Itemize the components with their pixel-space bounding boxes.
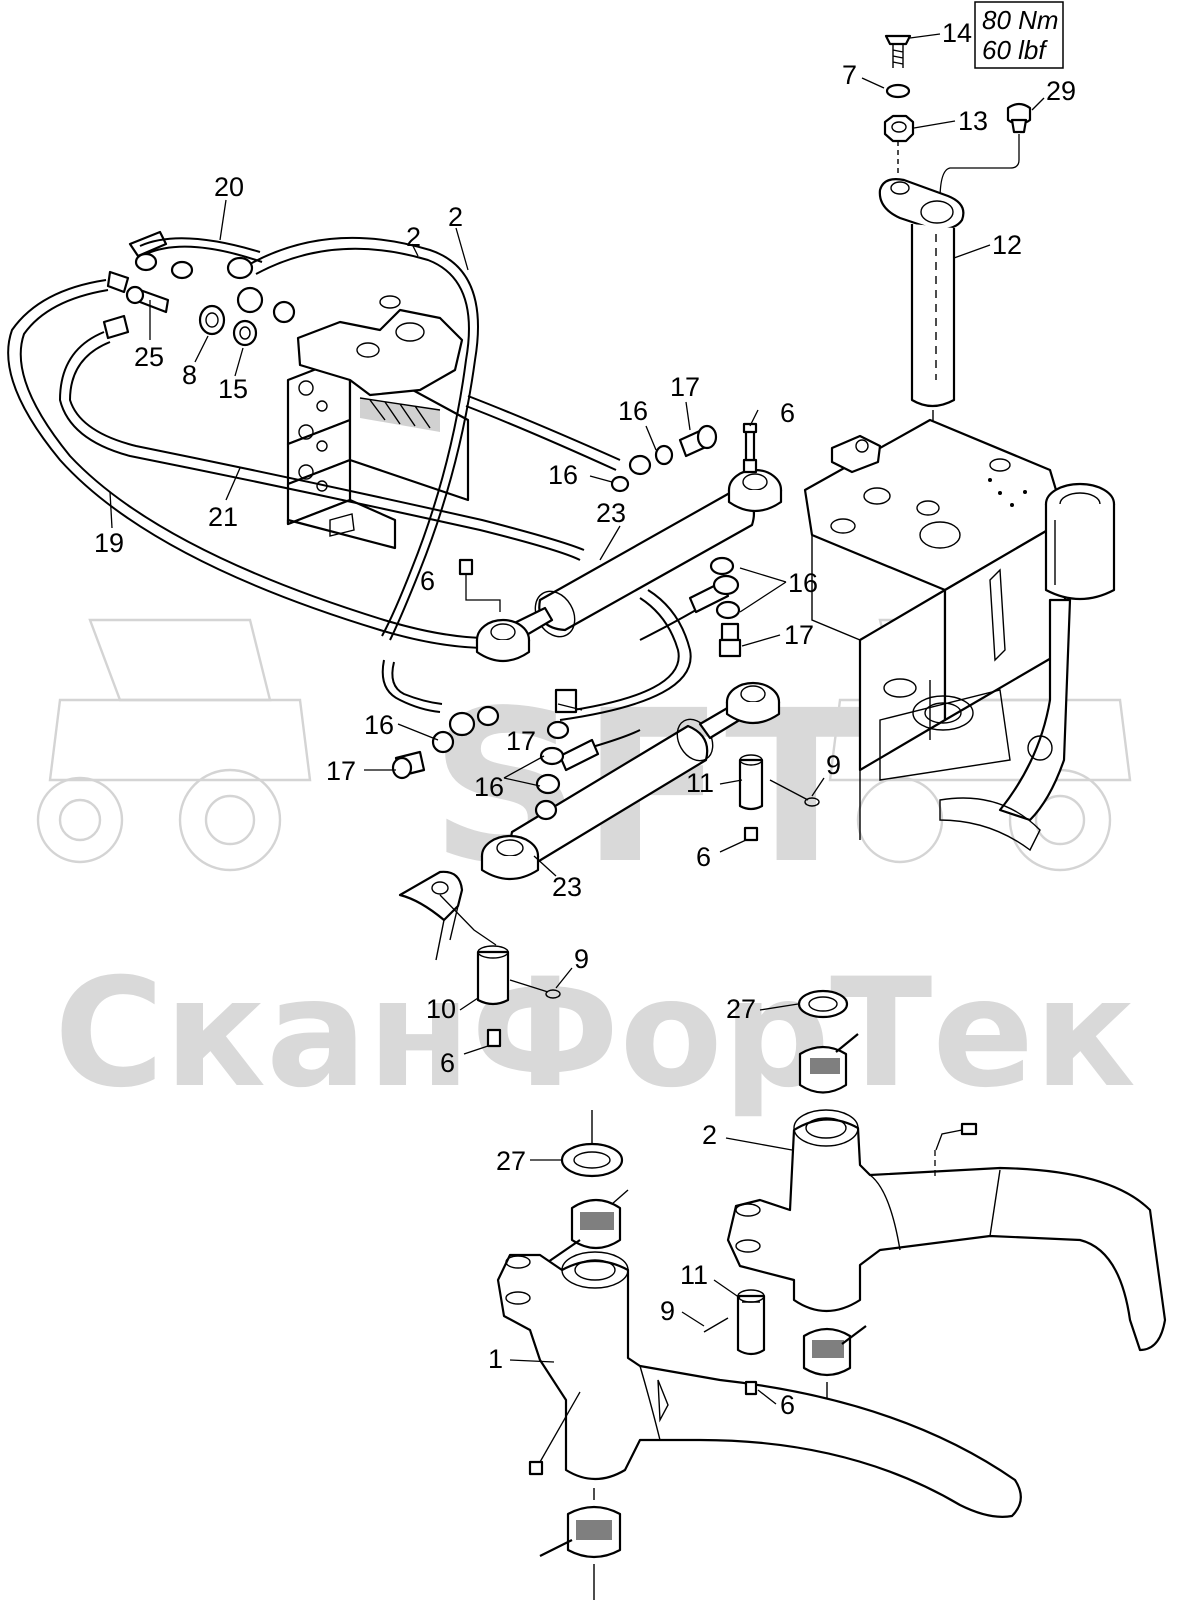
callout-20: 20 <box>214 172 244 202</box>
callout-16c: 16 <box>788 568 818 598</box>
callout-17a: 17 <box>670 372 700 402</box>
torque-spec-box: 80 Nm 60 lbf <box>974 1 1064 69</box>
arm-1 <box>496 1110 1022 1600</box>
callout-17b: 17 <box>784 620 814 650</box>
callout-27b: 27 <box>496 1146 526 1176</box>
callout-11b: 11 <box>680 1260 708 1290</box>
watermark-tractor-left <box>36 618 312 872</box>
callout-17d: 17 <box>326 756 356 786</box>
cylinder-lower <box>480 681 820 881</box>
arm-2 <box>726 989 1167 1400</box>
callout-16d: 16 <box>364 710 394 740</box>
callout-9a: 9 <box>826 750 841 780</box>
callout-17c: 17 <box>506 726 536 756</box>
callout-23a: 23 <box>596 498 626 528</box>
callout-23b: 23 <box>552 872 582 902</box>
callouts: 14 7 29 13 12 20 2 2 25 8 15 17 16 6 16 … <box>94 18 1076 1420</box>
pin-11-lower <box>703 1289 766 1396</box>
hoses <box>7 236 721 757</box>
callout-9b: 9 <box>574 944 589 974</box>
callout-6d: 6 <box>440 1048 455 1078</box>
frame <box>803 418 1116 852</box>
callout-6a: 6 <box>780 398 795 428</box>
callout-2a: 2 <box>406 222 421 252</box>
callout-6c: 6 <box>696 842 711 872</box>
callout-1: 1 <box>488 1344 503 1374</box>
callout-27a: 27 <box>726 994 756 1024</box>
leader-lines <box>109 33 1045 1405</box>
callout-6e: 6 <box>780 1390 795 1420</box>
control-valve <box>286 295 470 550</box>
callout-13: 13 <box>958 106 988 136</box>
callout-9c: 9 <box>660 1296 675 1326</box>
callout-11a: 11 <box>686 768 714 798</box>
bracket-pin-10 <box>398 870 561 1048</box>
cylinder-upper-fittings <box>610 422 758 658</box>
cylinder-upper <box>458 428 783 663</box>
callout-2c: 2 <box>702 1120 717 1150</box>
fittings <box>102 230 296 347</box>
callout-8: 8 <box>182 360 197 390</box>
torque-nm: 80 Nm <box>982 5 1059 35</box>
callout-16b: 16 <box>548 460 578 490</box>
callout-19: 19 <box>94 528 124 558</box>
watermark-company: СканФорТек <box>54 947 1136 1121</box>
callout-2b: 2 <box>448 202 463 232</box>
callout-16e: 16 <box>474 772 504 802</box>
callout-12: 12 <box>992 230 1022 260</box>
callout-15: 15 <box>218 374 248 404</box>
callout-16a: 16 <box>618 396 648 426</box>
cylinder-lower-fittings <box>391 688 578 821</box>
callout-25: 25 <box>134 342 164 372</box>
callout-21: 21 <box>208 502 238 532</box>
callout-10: 10 <box>426 994 456 1024</box>
callout-29: 29 <box>1046 76 1076 106</box>
torque-lbf: 60 lbf <box>982 35 1048 65</box>
callout-14: 14 <box>942 18 972 48</box>
callout-7: 7 <box>842 60 857 90</box>
callout-6b: 6 <box>420 566 435 596</box>
